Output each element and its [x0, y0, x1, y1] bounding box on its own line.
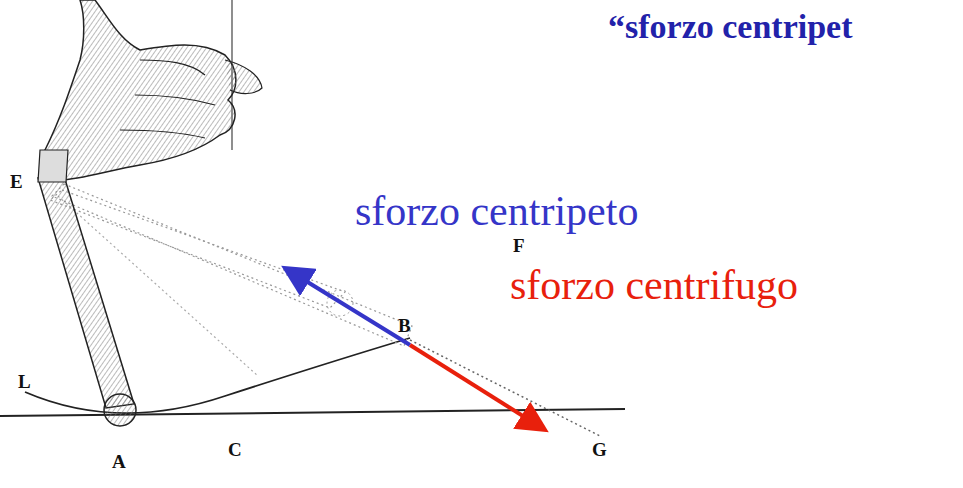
- point-label: C: [228, 440, 242, 459]
- title: “sforzo centripet: [608, 10, 853, 44]
- point-label: A: [112, 452, 126, 471]
- arc: [25, 338, 410, 413]
- hand: [38, 0, 262, 182]
- point-label: G: [592, 440, 607, 459]
- ball: [104, 394, 136, 426]
- centripetal-arrow: [288, 270, 410, 345]
- point-label: L: [18, 372, 31, 391]
- force-label: sforzo centrifugo: [510, 264, 798, 306]
- centrifugal-arrow: [410, 345, 542, 428]
- point-label: B: [398, 316, 411, 335]
- point-label: E: [10, 172, 23, 191]
- sling-stick: [38, 176, 134, 408]
- point-label: F: [513, 236, 525, 255]
- force-label: sforzo centripeto: [355, 190, 638, 232]
- tangent-line: [410, 340, 600, 436]
